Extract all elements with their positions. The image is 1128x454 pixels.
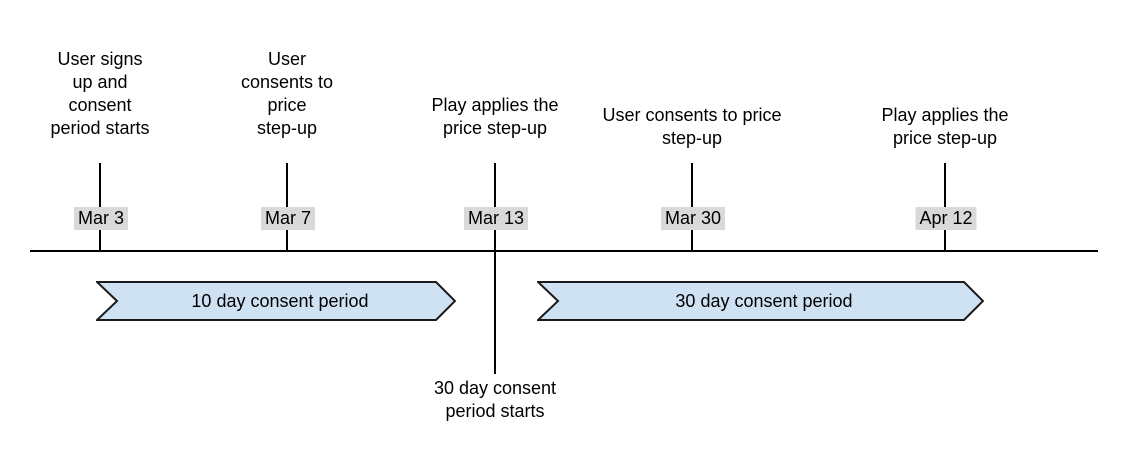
period-banner-10-day: 10 day consent period	[96, 281, 456, 321]
event-date-mar7: Mar 7	[260, 207, 316, 230]
event-label-first-apply: Play applies the price step-up	[431, 95, 559, 138]
event-date-mar13: Mar 13	[463, 207, 529, 230]
annotation-tick-mar13	[494, 252, 496, 374]
event-date-apr12: Apr 12	[915, 207, 977, 230]
period-banner-30-day: 30 day consent period	[537, 281, 984, 321]
period-arrow-shape	[537, 281, 984, 321]
event-label-second-consent: User consents to price step-up	[602, 105, 782, 148]
timeline-axis	[30, 250, 1098, 252]
event-label-signup: User signs up and consent period starts	[50, 49, 150, 138]
annotation-30-day-start: 30 day consent period starts	[433, 378, 557, 421]
event-date-mar30: Mar 30	[660, 207, 726, 230]
period-banner-10-day-label: 10 day consent period	[191, 291, 368, 311]
event-date-mar3: Mar 3	[73, 207, 129, 230]
period-banner-30-day-label: 30 day consent period	[675, 291, 852, 311]
event-label-first-consent: User consents to price step-up	[240, 49, 334, 138]
period-arrow-shape	[96, 281, 456, 321]
event-label-second-apply: Play applies the price step-up	[881, 105, 1009, 148]
